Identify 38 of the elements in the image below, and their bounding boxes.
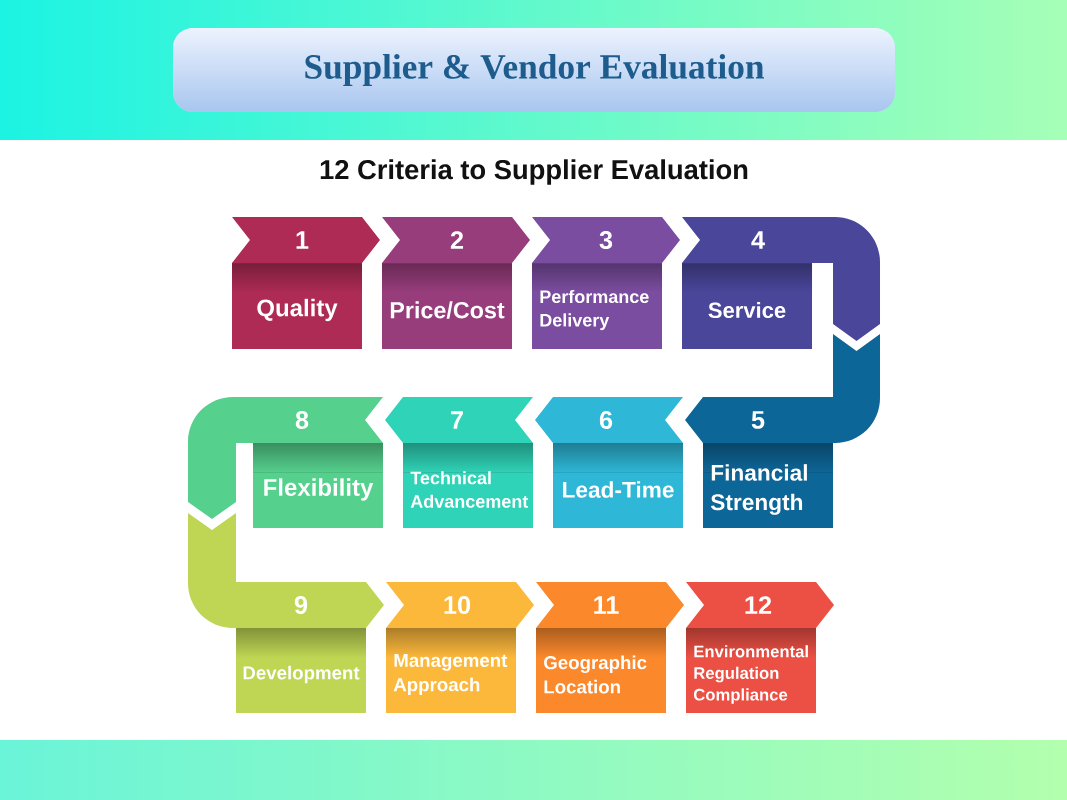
step-label: Financial Strength [710,464,807,515]
step-label: Development [243,665,360,684]
step-card [385,397,533,528]
step-card [535,397,683,528]
step-card [188,513,384,713]
step-number: 10 [444,596,471,614]
step-card [386,582,534,713]
step-number: 7 [451,411,463,429]
step-label: Environmental Regulation Compliance [693,645,808,704]
step-number: 8 [295,411,309,429]
step-number: 11 [594,596,619,614]
step-card [686,582,834,713]
step-card [232,217,380,349]
step-number: 6 [599,411,613,429]
step-label: Lead-Time [563,481,674,498]
step-number: 12 [745,596,772,614]
step-number: 4 [751,231,765,249]
step-number: 3 [599,231,613,249]
step-card [188,397,383,528]
step-label: Price/Cost [390,301,505,319]
step-label: Flexibility [264,478,374,501]
step-number: 1 [296,231,309,249]
step-label: Service [708,301,786,319]
title: Supplier & Vendor Evaluation [305,53,764,87]
step-card [536,582,684,713]
subtitle: 12 Criteria to Supplier Evaluation [320,159,748,185]
step-label: Geographic Location [544,655,647,694]
step-number: 5 [751,411,765,429]
step-number: 9 [294,596,308,614]
step-label: Technical Advancement [410,471,529,508]
step-label: Quality [257,298,338,322]
step-card [685,334,880,528]
step-label: Management Approach [393,654,508,695]
step-card [682,217,880,349]
step-card [532,217,680,349]
step-card [382,217,530,349]
step-label: Performance Delivery [540,289,649,331]
step-number: 2 [450,231,464,249]
